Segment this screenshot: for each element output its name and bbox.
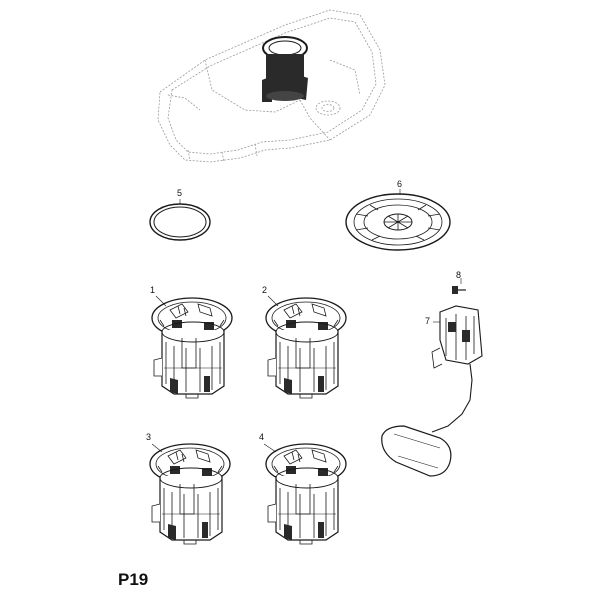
callout-7: 7 xyxy=(425,316,431,326)
page-code: P19 xyxy=(118,570,149,589)
callout-8: 8 xyxy=(456,270,462,280)
callout-3: 3 xyxy=(146,432,152,442)
part-4-fuel-pump-module xyxy=(265,443,347,545)
fuel-tank xyxy=(157,9,386,163)
part-6-lock-ring xyxy=(345,189,451,251)
tank-pump-highlight xyxy=(262,36,308,102)
part-8-screw xyxy=(452,278,466,294)
part-3-fuel-pump-module xyxy=(149,443,231,545)
callout-2: 2 xyxy=(262,285,268,295)
leader-lines xyxy=(151,295,440,453)
callout-5: 5 xyxy=(177,188,183,198)
callout-4: 4 xyxy=(259,432,265,442)
part-5-seal-ring xyxy=(149,199,211,241)
callout-6: 6 xyxy=(397,179,403,189)
part-2-fuel-pump-module xyxy=(265,297,347,399)
callout-1: 1 xyxy=(150,285,156,295)
part-7-level-sender xyxy=(381,305,483,477)
part-1-fuel-pump-module xyxy=(151,297,233,399)
